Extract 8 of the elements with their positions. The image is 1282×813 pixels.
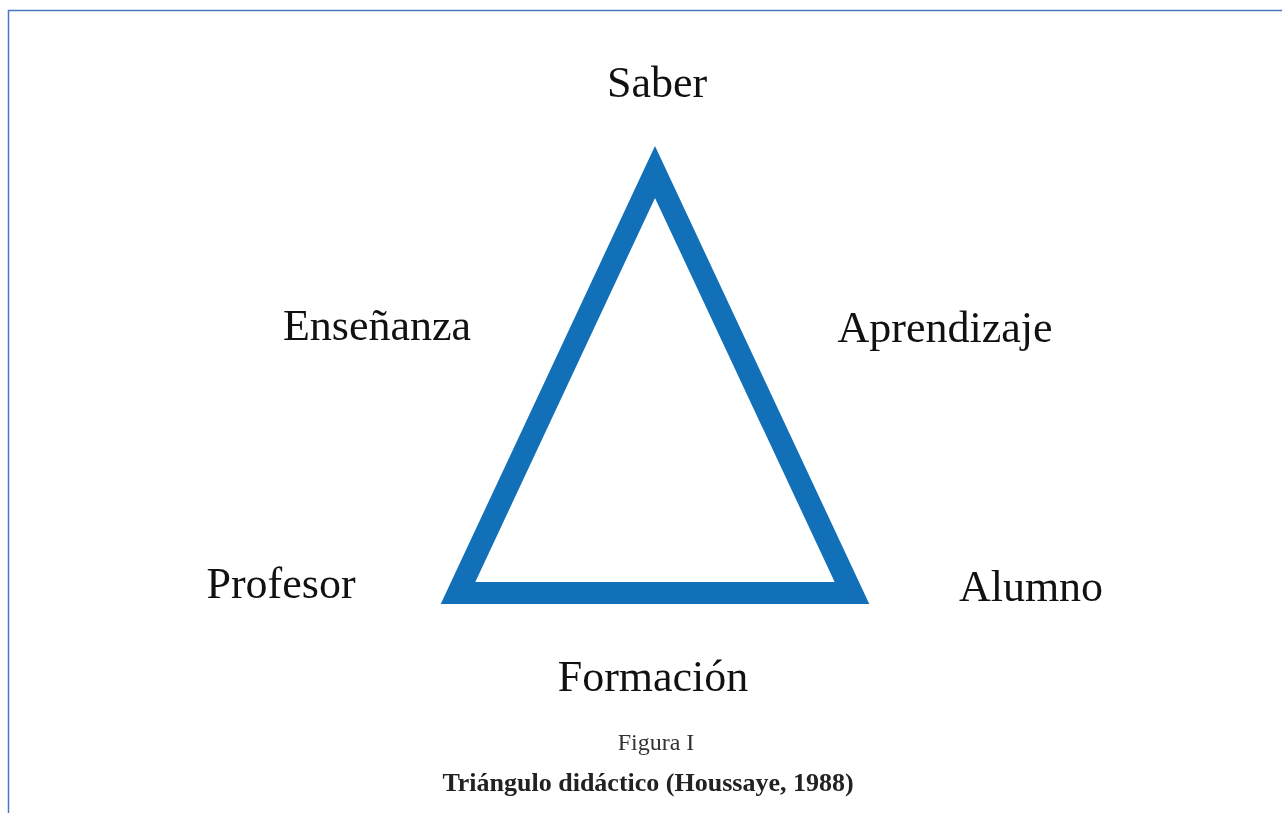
vertex-label: Alumno <box>958 560 1104 612</box>
vertex-label: Profesor <box>206 557 356 609</box>
vertex-label: Formación <box>557 650 749 702</box>
vertex-label: Enseñanza <box>282 299 472 351</box>
figure-number: Figura I <box>617 728 695 756</box>
vertex-label: Aprendizaje <box>837 301 1053 353</box>
figure-caption: Triángulo didáctico (Houssaye, 1988) <box>442 768 854 798</box>
vertex-label: Saber <box>606 56 708 108</box>
